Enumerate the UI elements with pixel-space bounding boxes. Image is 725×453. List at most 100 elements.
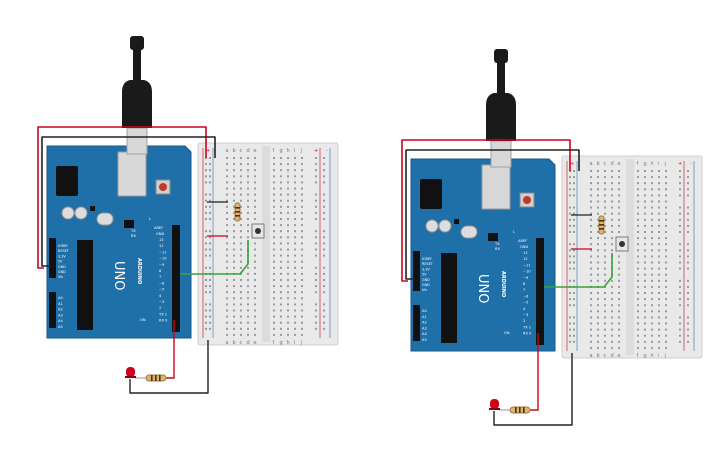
hole [590,346,592,349]
hole [658,212,660,215]
rail-hole [679,261,681,264]
hole [280,291,282,294]
hole [294,303,296,306]
hole [273,266,275,269]
power-pin-label: IOREF [58,244,68,248]
rail-hole [573,261,575,264]
hole [651,340,653,343]
hole [611,310,613,313]
hole [658,310,660,313]
column-label: c [240,148,243,154]
rail-hole [323,254,325,257]
rail-hole [205,205,207,208]
hole [665,237,667,240]
hole [273,248,275,251]
hole [226,236,228,239]
hole [618,316,620,319]
rail-hole [323,230,325,233]
push-button-cap[interactable] [255,228,261,234]
hole [226,279,228,281]
hole [590,310,592,313]
hole [611,279,613,282]
hole [294,205,296,208]
wire-led-black [493,353,573,426]
hole [637,334,639,337]
hole [604,316,606,319]
rail-hole [205,242,207,245]
rail-hole [569,322,571,325]
push-button-cap[interactable] [619,241,625,247]
hole [637,206,639,209]
hole [651,261,653,264]
hole [604,304,606,307]
rail-plus-label: + [314,148,318,154]
hole [273,315,275,318]
rail-hole [573,328,575,331]
hole [287,236,289,239]
hole [637,273,639,276]
column-label: e [254,340,257,346]
hole [665,292,667,294]
rail-hole [323,205,325,208]
rail-hole [679,249,681,252]
hole [637,298,639,301]
hole [247,291,249,294]
hole [590,212,592,215]
rx-led-label: RX [495,247,500,251]
hole [226,321,228,324]
hole [604,346,606,349]
hole [301,211,303,214]
rail-hole [323,279,325,281]
hole [226,163,228,166]
resistor-band [159,375,161,381]
hole [254,248,256,251]
l-led-label: L [149,217,151,221]
hole [233,175,235,178]
reset-button-cap[interactable] [523,196,531,204]
hole [637,170,639,172]
analog-pin-label: A1 [58,302,63,306]
hole [301,321,303,324]
hole [226,315,228,318]
hole [644,188,646,191]
rail-hole [569,224,571,227]
hole [604,224,606,227]
analog-pin-label: A2 [58,308,63,312]
hole [247,333,249,336]
hole [240,205,242,208]
digital-pin-label: ~11 [523,263,531,267]
hole [597,206,599,209]
wire-gnd-black [405,149,580,280]
rail-hole [679,194,681,197]
hole [590,334,592,337]
hole [233,230,235,233]
digital-pin-label: RX 0 [159,319,168,323]
rail-hole [569,231,571,233]
hole [665,340,667,343]
hole [273,285,275,288]
hole [611,334,613,337]
digital-pin-label: 13 [523,251,528,255]
hole [590,273,592,276]
rail-hole [679,340,681,343]
usb-plug-metal [126,127,148,155]
rail-hole [687,182,689,185]
hole [233,285,235,288]
reset-button-cap[interactable] [159,183,167,191]
rail-hole [687,261,689,264]
hole [280,297,282,300]
wire-led-black [129,340,209,394]
on-led-label: ON [140,318,146,322]
resistor-band [235,215,240,217]
column-label: h [651,161,654,167]
hole [644,261,646,264]
hole [665,206,667,209]
hole [644,218,646,221]
hole [658,304,660,307]
hole [618,292,620,294]
hole [233,211,235,214]
hole [287,303,289,306]
hole [611,249,613,252]
rail-hole [679,334,681,337]
hole [294,163,296,166]
